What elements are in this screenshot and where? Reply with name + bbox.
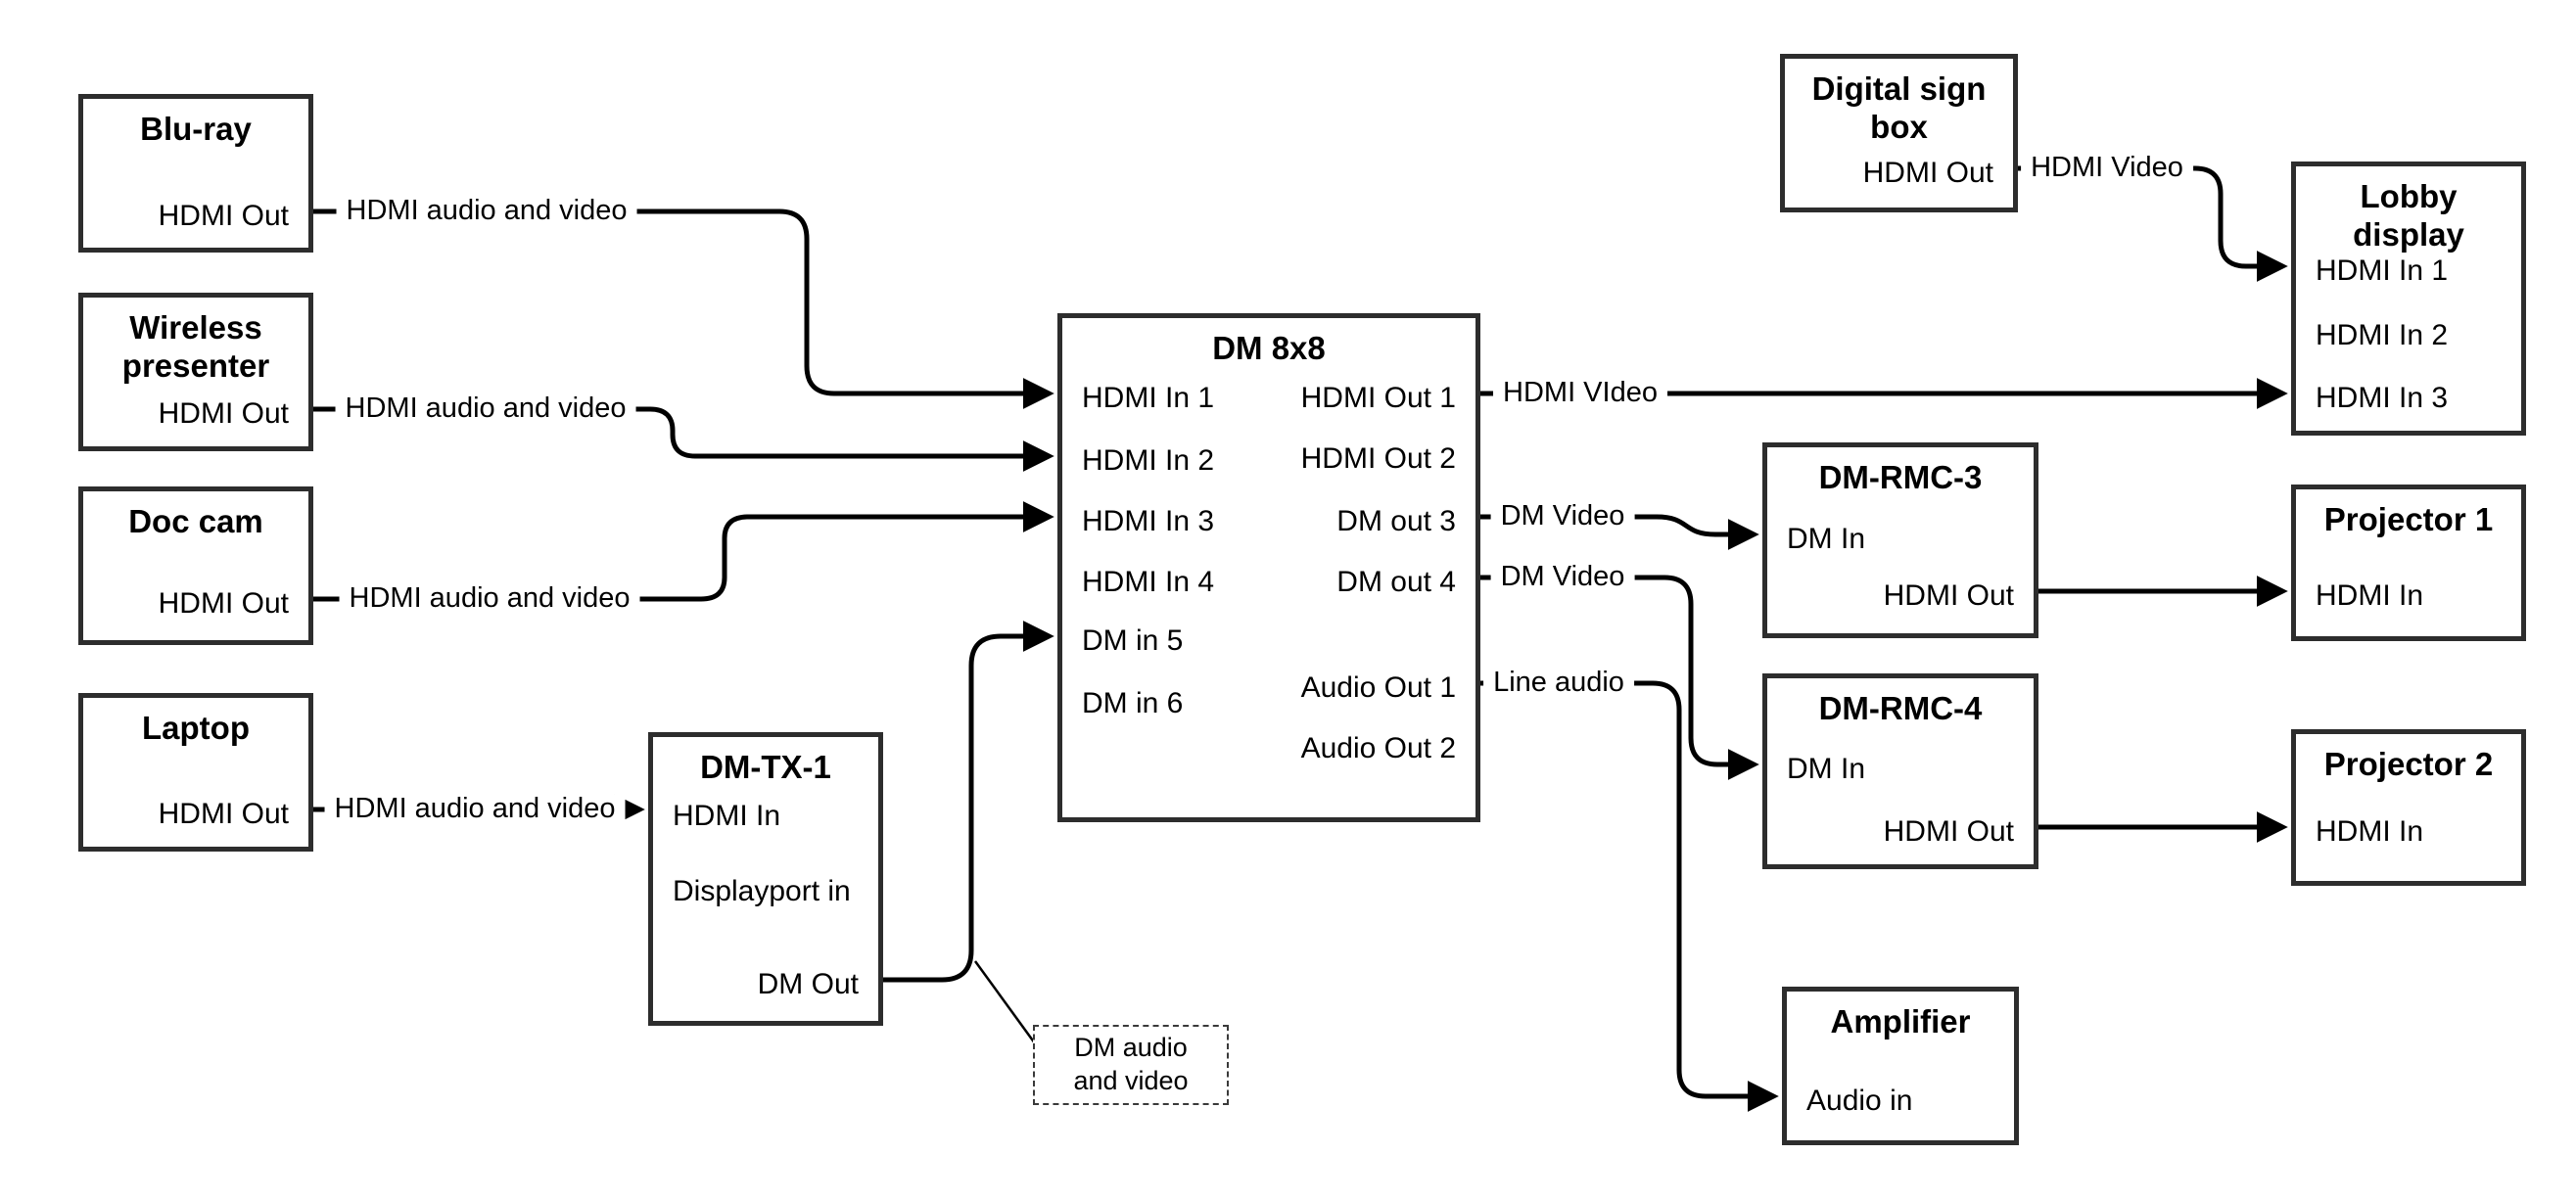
wire-label-dm-video-out4: DM Video (1490, 561, 1635, 593)
node-title: Blu-ray (140, 111, 252, 147)
port-dm8x8-hdmi-out-2: HDMI Out 2 (1300, 442, 1456, 475)
port-dm8x8-dm-in-5: DM in 5 (1082, 624, 1184, 657)
node-title: Laptop (142, 710, 250, 746)
node-title: DM-RMC-3 (1818, 459, 1983, 495)
port-laptop-hdmi-out: HDMI Out (158, 798, 289, 830)
node-title: Digital sign box (1811, 70, 1987, 145)
port-amp-audio-in: Audio in (1806, 1085, 1913, 1117)
node-projector-2: Projector 2 HDMI In (2291, 729, 2526, 886)
port-lobby-hdmi-in-2: HDMI In 2 (2316, 319, 2449, 351)
node-title: DM-TX-1 (700, 749, 831, 785)
node-title: DM-RMC-4 (1818, 690, 1983, 726)
port-lobby-hdmi-in-3: HDMI In 3 (2316, 382, 2449, 414)
node-title: Projector 1 (2323, 501, 2494, 537)
port-dmtx1-hdmi-in: HDMI In (673, 800, 781, 832)
wire-dm8x8-audioout1-to-amp-audioin (1480, 680, 1779, 1113)
port-dm8x8-hdmi-out-1: HDMI Out 1 (1300, 382, 1456, 414)
port-lobby-hdmi-in-1: HDMI In 1 (2316, 254, 2449, 287)
node-projector-1: Projector 1 HDMI In (2291, 485, 2526, 641)
node-title: Wireless presenter (121, 309, 270, 384)
node-title: Lobby display (2353, 178, 2464, 253)
node-laptop: Laptop HDMI Out (78, 693, 313, 852)
port-proj2-hdmi-in: HDMI In (2316, 815, 2424, 848)
port-dmrmc3-dm-in: DM In (1787, 523, 1866, 555)
port-bluray-hdmi-out: HDMI Out (158, 200, 289, 232)
port-dmrmc3-hdmi-out: HDMI Out (1883, 579, 2014, 612)
wire-label-bluray: HDMI audio and video (336, 195, 637, 227)
node-doc-cam: Doc cam HDMI Out (78, 486, 313, 645)
wire-dm8x8-dmout4-to-rmc4-dmin (1480, 575, 1759, 781)
port-digitalsign-hdmi-out: HDMI Out (1862, 157, 1993, 189)
port-doccam-hdmi-out: HDMI Out (158, 587, 289, 620)
port-proj1-hdmi-in: HDMI In (2316, 579, 2424, 612)
node-wireless-presenter: Wireless presenter HDMI Out (78, 293, 313, 451)
annotation-dm-audio-video: DM audio and video (1033, 1025, 1229, 1105)
node-amplifier: Amplifier Audio in (1782, 987, 2019, 1145)
port-dmrmc4-hdmi-out: HDMI Out (1883, 815, 2014, 848)
wire-dmtx1-dmout-to-dm8x8-dmin5 (881, 620, 1054, 983)
node-digital-sign-box: Digital sign box HDMI Out (1780, 54, 2018, 212)
wire-label-hdmi-video-out1: HDMI VIdeo (1493, 377, 1667, 409)
node-title: Projector 2 (2323, 746, 2494, 782)
wire-wireless-to-dm8x8-hdmi-in2 (313, 406, 1054, 473)
wire-digitalsign-to-lobby-hdmi-in1 (2018, 165, 2288, 283)
wire-doccam-to-dm8x8-hdmi-in3 (313, 500, 1054, 602)
node-dm-rmc-3: DM-RMC-3 DM In HDMI Out (1762, 442, 2038, 638)
wire-label-line-audio: Line audio (1483, 667, 1634, 699)
node-dm-8x8: DM 8x8 HDMI In 1 HDMI In 2 HDMI In 3 HDM… (1057, 313, 1480, 822)
wire-label-hdmi-video-digital: HDMI Video (2021, 152, 2193, 184)
node-title: Amplifier (1830, 1003, 1971, 1039)
port-dm8x8-audio-out-1: Audio Out 1 (1300, 671, 1456, 704)
node-dm-tx-1: DM-TX-1 HDMI In Displayport in DM Out (648, 732, 883, 1026)
port-dmtx1-dm-out: DM Out (757, 968, 859, 1000)
node-dm-rmc-4: DM-RMC-4 DM In HDMI Out (1762, 673, 2038, 869)
port-dm8x8-dm-out-4: DM out 4 (1336, 566, 1456, 598)
port-dm8x8-hdmi-in-3: HDMI In 3 (1082, 505, 1215, 537)
port-dm8x8-hdmi-in-2: HDMI In 2 (1082, 444, 1215, 477)
node-lobby-display: Lobby display HDMI In 1 HDMI In 2 HDMI I… (2291, 162, 2526, 436)
node-title: DM 8x8 (1212, 330, 1326, 366)
node-bluray: Blu-ray HDMI Out (78, 94, 313, 253)
wire-label-laptop: HDMI audio and video (324, 793, 626, 825)
wire-label-dm-video-out3: DM Video (1490, 500, 1635, 532)
port-dmtx1-displayport-in: Displayport in (673, 875, 851, 907)
port-dm8x8-hdmi-in-4: HDMI In 4 (1082, 566, 1215, 598)
wire-label-doccam: HDMI audio and video (339, 582, 640, 615)
port-dm8x8-hdmi-in-1: HDMI In 1 (1082, 382, 1215, 414)
port-dm8x8-audio-out-2: Audio Out 2 (1300, 732, 1456, 764)
wire-bluray-to-dm8x8-hdmi-in1 (313, 208, 1054, 410)
port-dm8x8-dm-out-3: DM out 3 (1336, 505, 1456, 537)
node-title: Doc cam (128, 503, 263, 539)
wire-dm8x8-dmout3-to-rmc3-dmin (1480, 514, 1759, 551)
port-wireless-hdmi-out: HDMI Out (158, 397, 289, 430)
note-leader-line (973, 960, 1037, 1044)
port-dm8x8-dm-in-6: DM in 6 (1082, 687, 1184, 719)
wire-label-wireless: HDMI audio and video (335, 393, 636, 425)
port-dmrmc4-dm-in: DM In (1787, 753, 1866, 785)
